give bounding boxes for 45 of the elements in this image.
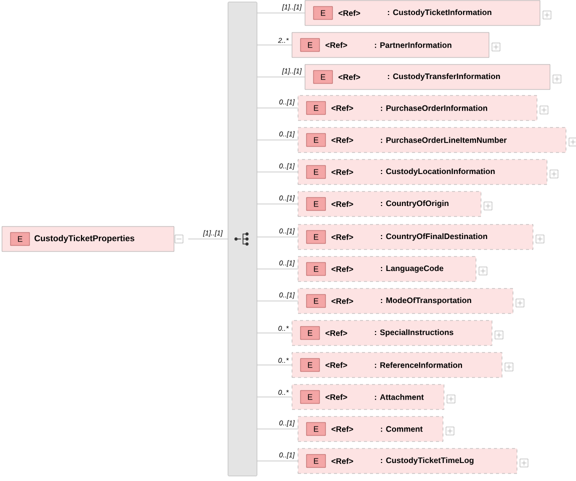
element-box: E <Ref> : ReferenceInformation xyxy=(292,352,502,378)
element-badge: E xyxy=(313,70,333,84)
element-badge: E xyxy=(306,165,326,179)
connector-line xyxy=(257,236,298,238)
element-badge: E xyxy=(300,390,320,404)
element-badge: E xyxy=(10,232,30,246)
element-box: E <Ref> : Attachment xyxy=(292,384,444,410)
element-box: E <Ref> : CustodyLocationInformation xyxy=(298,159,548,185)
element-badge: E xyxy=(306,230,326,244)
connector-line xyxy=(257,332,292,334)
element-box: E <Ref> : LanguageCode xyxy=(298,256,476,282)
connector-line xyxy=(257,76,305,78)
element-box: E <Ref> : PurchaseOrderInformation xyxy=(298,95,538,121)
element-badge: E xyxy=(306,294,326,308)
element-badge: E xyxy=(306,101,326,115)
element-box: E <Ref> : SpecialInstructions xyxy=(292,320,492,346)
element-badge: E xyxy=(306,422,326,436)
element-box: E <Ref> : CustodyTicketInformation xyxy=(304,0,540,26)
element-box: E <Ref> : CustodyTicketTimeLog xyxy=(298,448,518,474)
connector-line xyxy=(257,396,292,398)
element-box: E <Ref> : CountryOfOrigin xyxy=(298,191,482,217)
element-box: E <Ref> : Comment xyxy=(298,416,444,442)
element-badge: E xyxy=(306,133,326,147)
element-badge: E xyxy=(313,6,333,20)
connector-line xyxy=(257,44,292,46)
element-box: E CustodyTicketProperties xyxy=(2,226,174,252)
element-badge: E xyxy=(300,326,320,340)
element-box: E <Ref> : CustodyTransferInformation xyxy=(304,64,550,90)
connector-line xyxy=(257,364,292,366)
element-badge: E xyxy=(306,262,326,276)
element-box: E <Ref> : ModeOfTransportation xyxy=(298,288,514,314)
element-box: E <Ref> : PartnerInformation xyxy=(292,32,490,58)
element-badge: E xyxy=(300,38,320,52)
connector-line xyxy=(257,300,298,302)
element-box: E <Ref> : CountryOfFinalDestination xyxy=(298,224,534,250)
connector-line xyxy=(188,238,228,240)
element-badge: E xyxy=(306,454,326,468)
connector-line xyxy=(257,268,298,270)
connector-line xyxy=(257,428,298,430)
connector-line xyxy=(257,12,305,14)
connector-line xyxy=(257,460,298,462)
element-badge: E xyxy=(306,197,326,211)
sequence-bar xyxy=(228,2,258,476)
element-badge: E xyxy=(300,358,320,372)
element-box: E <Ref> : PurchaseOrderLineItemNumber xyxy=(298,127,566,153)
